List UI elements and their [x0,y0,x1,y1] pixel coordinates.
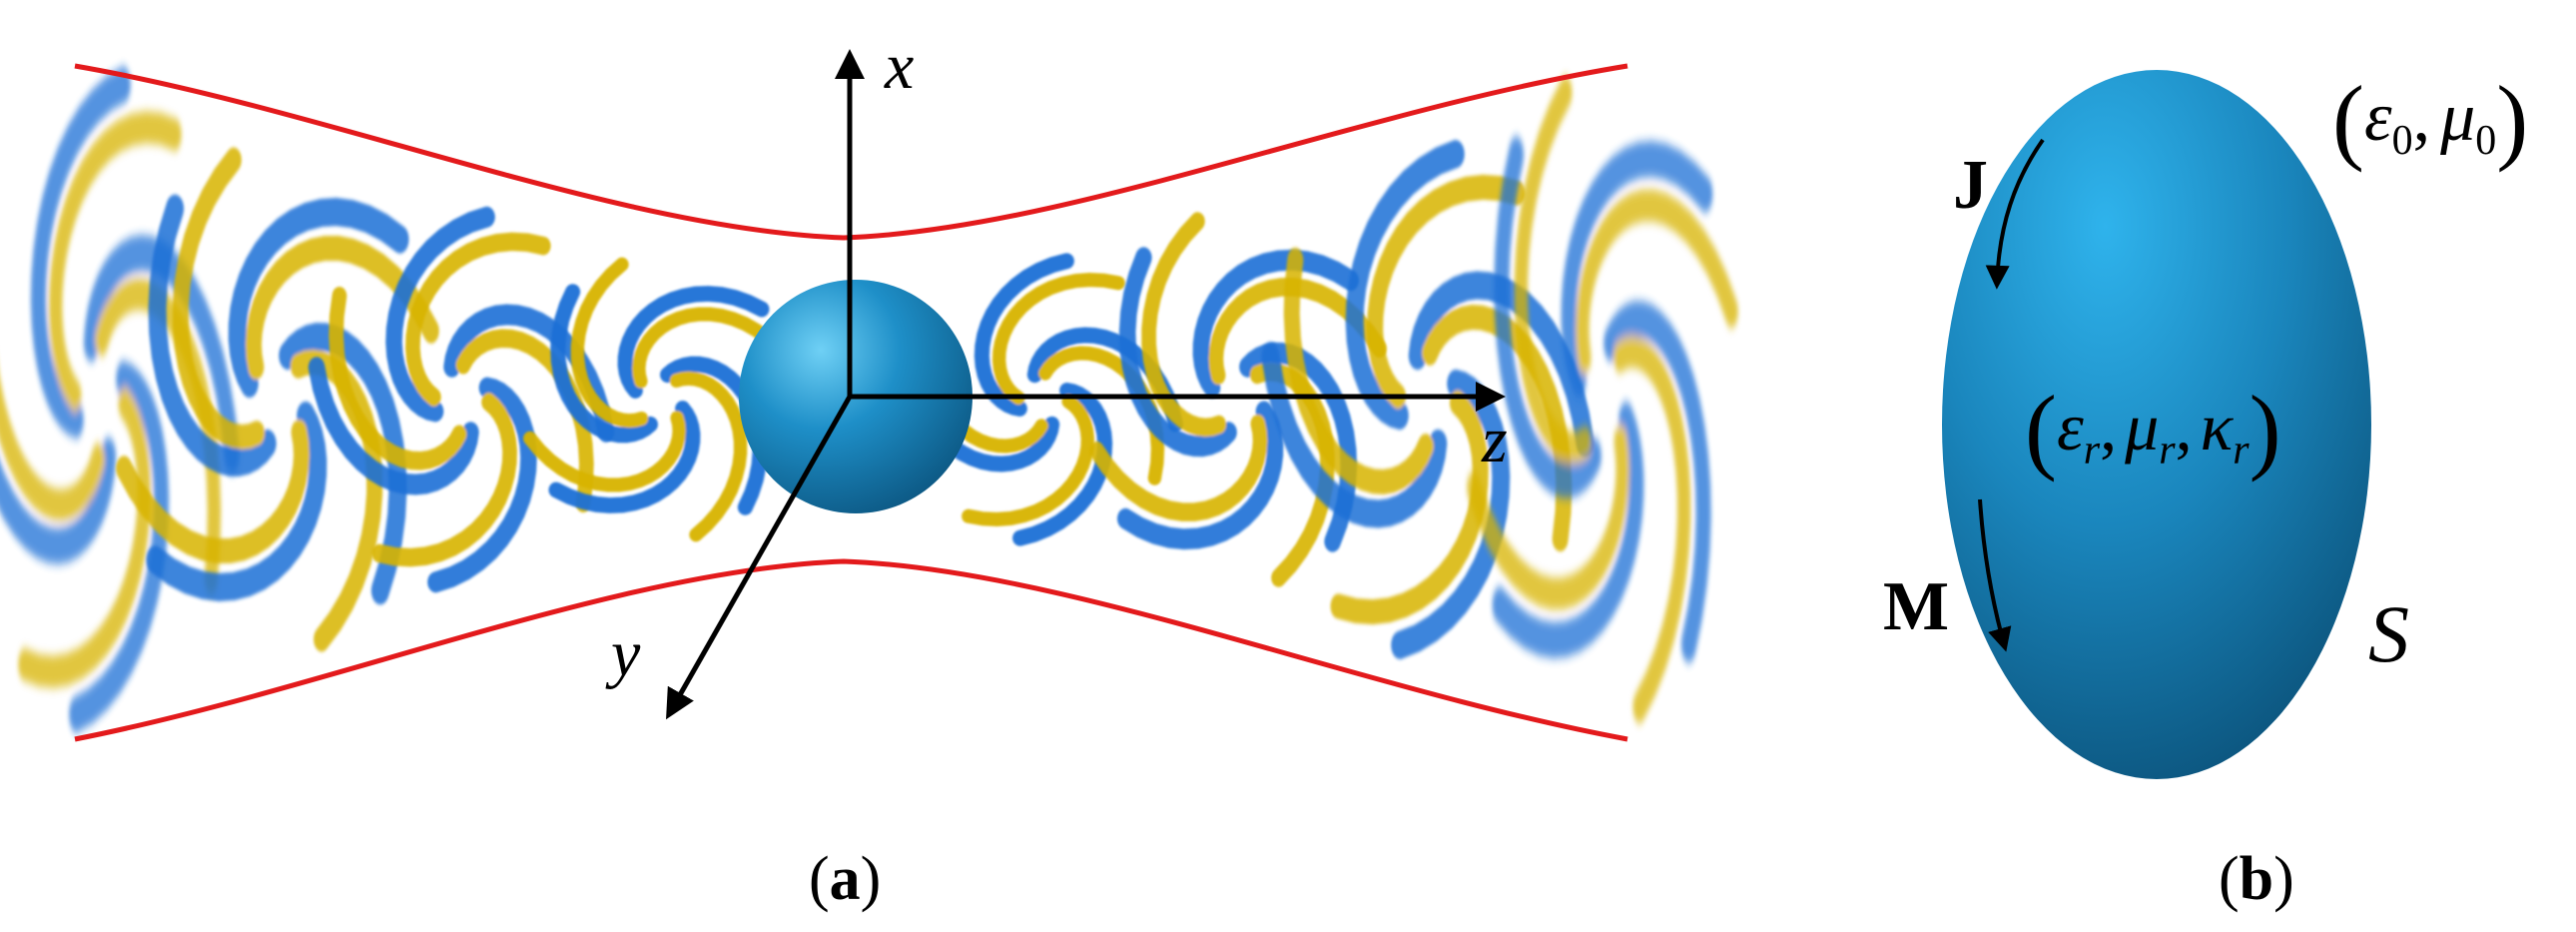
vortex-pattern [1467,76,1738,723]
beam-envelope-lower [74,558,1628,742]
x-axis-label: x [884,30,914,103]
beam-envelope-upper [74,63,1628,241]
z-axis-label: z [1481,404,1508,476]
vortex-pattern [116,147,439,652]
scatterer-ellipsoid [1942,70,2371,779]
caption-a: (a) [809,845,881,913]
vortex-pattern-group [0,66,1738,733]
label-J: J [1953,147,1988,224]
caption-b: (b) [2219,845,2294,913]
label-S: S [2368,588,2409,679]
panel-b: J M S (ε0,μ0) (εr,μr,κr) (b) [1883,66,2528,913]
y-axis-arrow [666,395,853,720]
label-M: M [1883,568,1949,645]
J-current-arrow [1985,138,2045,290]
inner-medium-label: (εr,μr,κr) [2025,376,2281,482]
vortex-pattern [1089,212,1387,587]
y-axis-label: y [605,617,641,690]
outer-medium-label: (ε0,μ0) [2332,66,2528,173]
panel-a: x z y (a) [0,30,1738,913]
vortex-pattern [308,206,615,593]
M-current-arrow [1978,498,2012,652]
vortex-pattern [0,66,240,733]
